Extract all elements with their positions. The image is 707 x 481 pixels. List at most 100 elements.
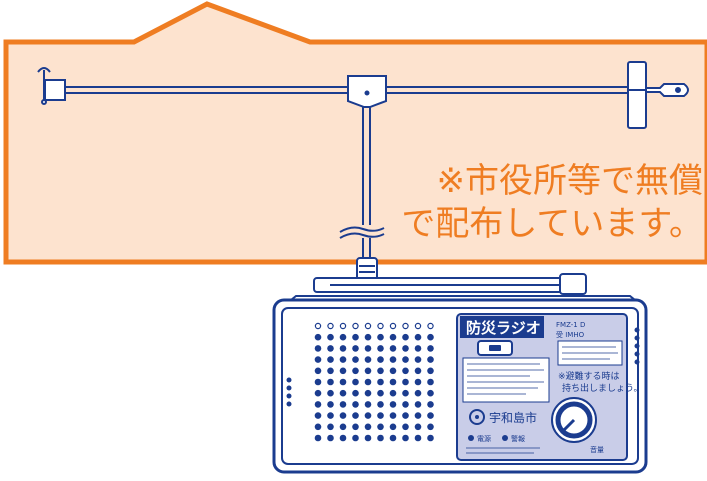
speaker-hole: [352, 412, 359, 419]
speaker-hole: [402, 356, 409, 363]
speaker-hole: [427, 322, 434, 330]
speaker-hole: [402, 401, 409, 408]
speaker-hole: [402, 378, 409, 386]
speaker-hole: [352, 434, 359, 442]
speaker-hole: [339, 333, 347, 341]
speaker-hole: [427, 345, 434, 352]
speaker-hole: [414, 378, 422, 386]
speaker-hole: [427, 423, 434, 431]
speaker-hole: [414, 322, 422, 330]
speaker-hole: [339, 322, 347, 330]
speaker-hole: [377, 367, 384, 375]
speaker-hole: [314, 322, 322, 330]
speaker-hole: [377, 412, 384, 419]
speaker-hole: [389, 401, 397, 408]
speaker-hole: [414, 389, 422, 397]
speaker-hole: [402, 434, 409, 442]
speaker-hole: [427, 378, 434, 386]
speaker-hole: [402, 333, 409, 341]
junction-box: [347, 75, 387, 108]
speaker-hole: [327, 356, 334, 363]
speaker-hole: [377, 322, 384, 330]
speaker-hole: [314, 389, 322, 397]
speaker-hole: [327, 322, 334, 330]
speaker-hole: [352, 378, 359, 386]
disaster-radio: 防災ラジオ FMZ-1 D 受 IMHO ※避難する時は 持ち出しましょう。: [272, 257, 648, 474]
speaker-hole: [389, 356, 397, 363]
speaker-hole: [364, 322, 372, 330]
speaker-hole: [364, 345, 372, 352]
speaker-hole: [327, 389, 334, 397]
city-logo: [469, 409, 485, 425]
speaker-hole: [389, 345, 397, 352]
telescopic-antenna: [313, 273, 587, 295]
speaker-hole: [327, 367, 334, 375]
speaker-hole: [314, 434, 322, 442]
speaker-hole: [414, 367, 422, 375]
speaker-hole: [389, 333, 397, 341]
speaker-hole: [327, 378, 334, 386]
speaker-hole: [364, 412, 372, 419]
speaker-hole: [414, 356, 422, 363]
speaker-hole: [389, 389, 397, 397]
side-dots-left: [286, 377, 292, 407]
speaker-hole: [339, 345, 347, 352]
speaker-hole: [389, 322, 397, 330]
speaker-hole: [339, 356, 347, 363]
speaker-hole: [427, 333, 434, 341]
left-hook: [37, 67, 66, 105]
speaker-hole: [352, 389, 359, 397]
speaker-hole: [352, 333, 359, 341]
speaker-hole: [414, 434, 422, 442]
speaker-hole: [402, 367, 409, 375]
speaker-hole: [352, 356, 359, 363]
speaker-hole: [427, 434, 434, 442]
speaker-hole: [377, 378, 384, 386]
caution-line-1: ※避難する時は: [558, 370, 620, 382]
speaker-hole: [314, 367, 322, 375]
speaker-hole: [414, 333, 422, 341]
speaker-hole: [414, 423, 422, 431]
speaker-hole: [427, 356, 434, 363]
speaker-hole: [314, 356, 322, 363]
speaker-hole: [402, 389, 409, 397]
speaker-hole: [377, 423, 384, 431]
speaker-hole: [364, 401, 372, 408]
speaker-hole: [314, 345, 322, 352]
speaker-hole: [352, 423, 359, 431]
speaker-hole: [339, 423, 347, 431]
speaker-hole: [414, 412, 422, 419]
speaker-hole: [327, 401, 334, 408]
speaker-hole: [339, 367, 347, 375]
speaker-hole: [389, 423, 397, 431]
speaker-hole: [389, 434, 397, 442]
speaker-hole: [339, 378, 347, 386]
speaker-hole: [352, 401, 359, 408]
speaker-hole: [364, 434, 372, 442]
speaker-hole: [414, 401, 422, 408]
notice-line-1: ※市役所等で無償: [436, 161, 704, 201]
alarm-label: 警報: [511, 434, 525, 443]
speaker-hole: [389, 412, 397, 419]
speaker-hole: [339, 412, 347, 419]
speaker-hole: [314, 378, 322, 386]
speaker-hole: [427, 401, 434, 408]
speaker-hole: [389, 378, 397, 386]
volume-dial: [551, 397, 597, 443]
city-name: 宇和島市: [489, 410, 537, 425]
speaker-hole: [327, 423, 334, 431]
caution-line-2: 持ち出しましょう。: [562, 382, 642, 394]
speaker-hole: [377, 401, 384, 408]
speaker-hole: [364, 423, 372, 431]
speaker-hole: [314, 333, 322, 341]
antenna-wire: [37, 61, 689, 258]
speaker-hole: [377, 333, 384, 341]
speaker-hole: [364, 389, 372, 397]
speaker-hole: [377, 345, 384, 352]
speaker-hole: [402, 423, 409, 431]
speaker-hole: [377, 356, 384, 363]
speaker-hole: [389, 367, 397, 375]
speaker-hole: [352, 345, 359, 352]
side-dots-right: [634, 327, 640, 365]
